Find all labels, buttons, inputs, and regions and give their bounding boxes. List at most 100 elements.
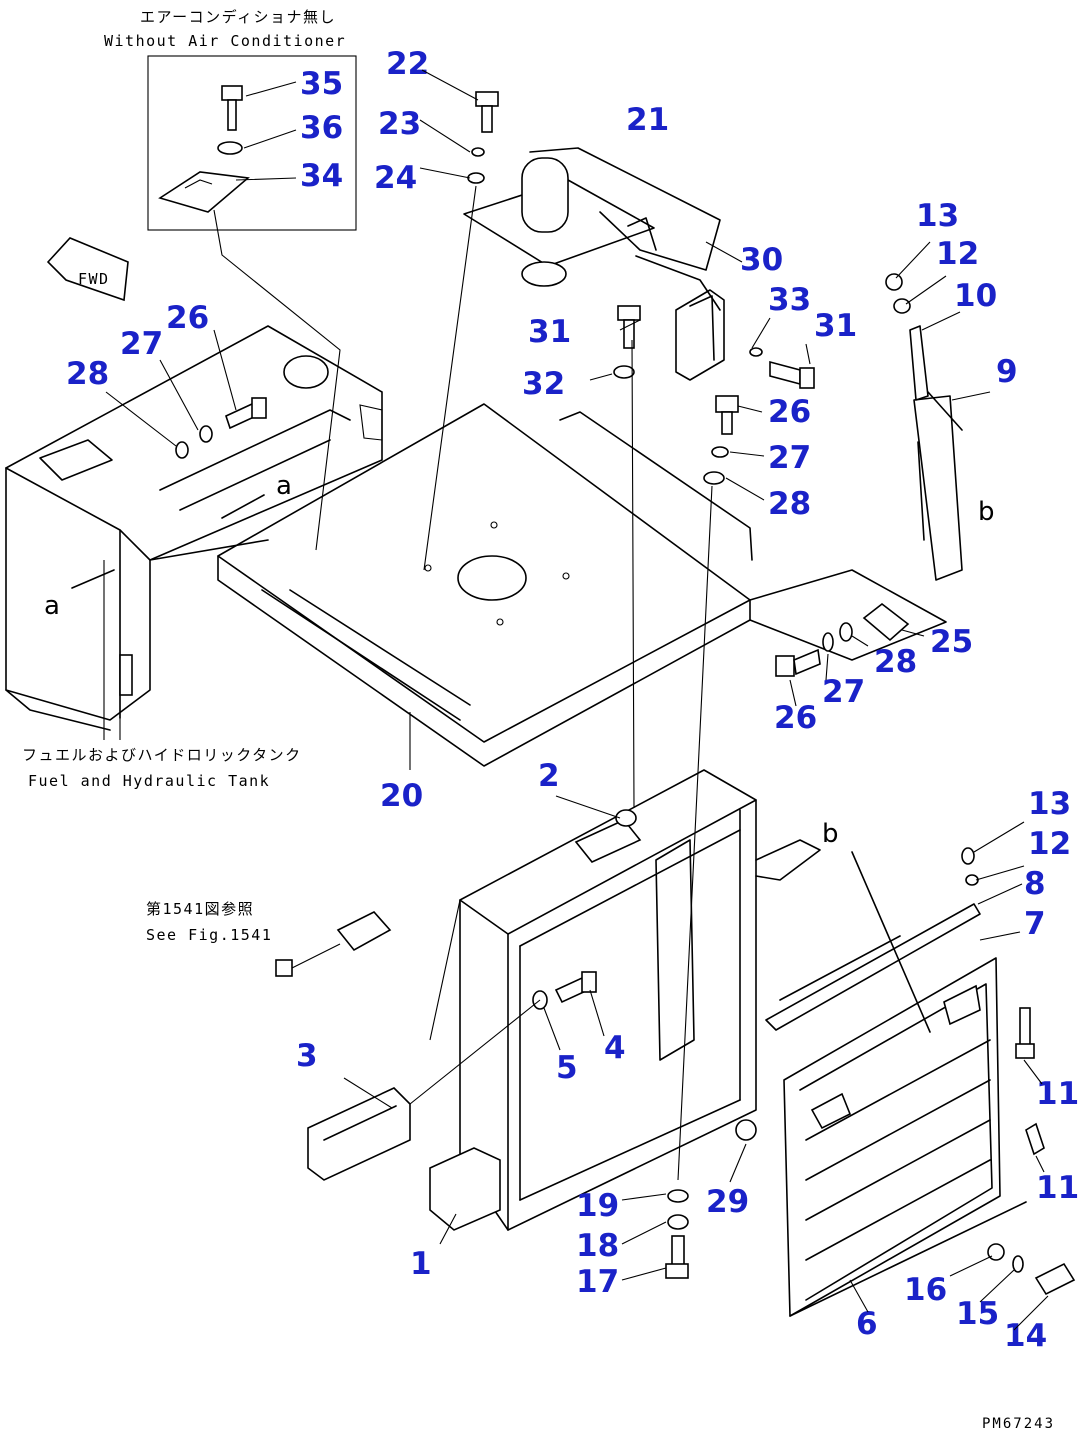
fuel-tank-note-jp: フュエルおよびハイドロリックタンク xyxy=(22,746,302,764)
part-number-18: 18 xyxy=(576,1228,619,1264)
part-number-36: 36 xyxy=(300,110,343,146)
inset-leaders xyxy=(235,81,297,181)
bolt-22-drawing xyxy=(475,91,499,133)
section-a-arrow-right xyxy=(221,494,265,519)
cap-29-drawing xyxy=(735,1119,757,1141)
stay-10-9 xyxy=(885,273,963,581)
part-number-33: 33 xyxy=(768,282,811,318)
part-number-35: 35 xyxy=(300,66,343,102)
part-number-11-a: 11 xyxy=(1036,1076,1079,1112)
washer-36-drawing xyxy=(217,141,243,155)
washer-16-drawing xyxy=(987,1243,1005,1261)
inset-box xyxy=(147,55,357,231)
part-number-34: 34 xyxy=(300,158,343,194)
washer-27-c-drawing xyxy=(822,632,834,652)
part-number-9: 9 xyxy=(996,354,1018,390)
part-number-28-a: 28 xyxy=(768,486,811,522)
part-callouts: 35 36 34 22 23 24 21 30 33 31 31 32 26 2… xyxy=(66,46,1079,1354)
latch-3 xyxy=(307,1087,411,1181)
part-number-5: 5 xyxy=(556,1050,578,1086)
bolt-17-drawing xyxy=(665,1235,689,1279)
part-number-20: 20 xyxy=(380,778,423,814)
washer-27-b-drawing xyxy=(199,425,213,443)
part-number-13-b: 13 xyxy=(1028,786,1071,822)
washer-18-drawing xyxy=(667,1214,689,1230)
part-number-27-b: 27 xyxy=(120,326,163,362)
washer-28-c-drawing xyxy=(839,622,853,642)
section-b-arrow-top xyxy=(927,391,963,431)
washer-32-drawing xyxy=(613,365,635,379)
part-number-27-c: 27 xyxy=(822,674,865,710)
part-number-12-a: 12 xyxy=(936,236,979,272)
part-number-1: 1 xyxy=(410,1246,432,1282)
fwd-label: FWD xyxy=(78,270,110,288)
part-number-26-a: 26 xyxy=(768,394,811,430)
part-number-28-b: 28 xyxy=(66,356,109,392)
bolt-26-b-drawing xyxy=(225,397,267,430)
part-number-14: 14 xyxy=(1004,1318,1047,1354)
radiator-frame xyxy=(459,769,821,1231)
bolt-14-drawing xyxy=(1034,1262,1076,1296)
bolt-11-a-drawing xyxy=(1015,1007,1035,1059)
part-number-10: 10 xyxy=(954,278,997,314)
part-number-8: 8 xyxy=(1024,866,1046,902)
tank-leaders xyxy=(103,560,121,740)
part-number-12-b: 12 xyxy=(1028,826,1071,862)
part-number-24: 24 xyxy=(374,160,417,196)
part-number-23: 23 xyxy=(378,106,421,142)
see-fig-note-en: See Fig.1541 xyxy=(146,926,272,944)
part-number-22: 22 xyxy=(386,46,429,82)
bolt-26-c-drawing xyxy=(775,648,821,677)
bracket-30 xyxy=(675,289,725,381)
part-number-25: 25 xyxy=(930,624,973,660)
panel-7 xyxy=(765,903,981,1031)
bolt-31-a-drawing xyxy=(617,305,641,349)
part-number-29: 29 xyxy=(706,1184,749,1220)
section-b-arrow-bottom xyxy=(851,851,931,1033)
part-number-19: 19 xyxy=(576,1188,619,1224)
assembly-leaders xyxy=(409,185,713,1181)
fwd-arrow: FWD xyxy=(46,237,129,302)
part-number-2: 2 xyxy=(538,758,560,794)
bolt-35-drawing xyxy=(221,85,243,131)
part-number-27-a: 27 xyxy=(768,440,811,476)
part-number-21: 21 xyxy=(626,102,669,138)
duct-21 xyxy=(463,147,721,311)
part-number-28-c: 28 xyxy=(874,644,917,680)
part-number-7: 7 xyxy=(1024,906,1046,942)
drawing-code: PM67243 xyxy=(982,1416,1055,1432)
inset-to-tank-leader xyxy=(213,209,341,551)
floor-plate-20 xyxy=(217,403,947,767)
callout-leaders xyxy=(105,69,1049,1331)
washer-15-drawing xyxy=(1012,1255,1024,1273)
bolt-26-a-drawing xyxy=(715,395,739,435)
cover-1-drawing xyxy=(429,1147,501,1231)
washer-28-a-drawing xyxy=(703,471,725,485)
part-number-26-b: 26 xyxy=(166,300,209,336)
washer-28-b-drawing xyxy=(175,441,189,459)
without-ac-note-en: Without Air Conditioner xyxy=(104,32,346,50)
part-number-3: 3 xyxy=(296,1038,318,1074)
fuel-tank-note-en: Fuel and Hydraulic Tank xyxy=(28,772,270,790)
washer-24-drawing xyxy=(467,172,485,184)
bolt-4-drawing xyxy=(554,971,597,1004)
bolt-11-b-drawing xyxy=(1025,1122,1045,1156)
grille-door-6 xyxy=(783,957,1027,1317)
part-number-15: 15 xyxy=(956,1296,999,1332)
clip-25-drawing xyxy=(862,602,910,642)
section-letter-b-1: b xyxy=(978,497,995,527)
bolt-31-b-drawing xyxy=(769,360,815,389)
part-number-32: 32 xyxy=(522,366,565,402)
washer-33-drawing xyxy=(749,347,763,357)
washer-19-drawing xyxy=(667,1189,689,1203)
part-number-30: 30 xyxy=(740,242,783,278)
part-number-13-a: 13 xyxy=(916,198,959,234)
section-letter-b-2: b xyxy=(822,819,839,849)
section-a-arrow-left xyxy=(71,569,115,589)
washer-13-b-drawing xyxy=(961,847,975,865)
plate-34-drawing xyxy=(158,171,250,213)
section-letter-a-2: a xyxy=(276,471,292,501)
see-fig-note-jp: 第1541図参照 xyxy=(146,900,254,918)
part-number-31-b: 31 xyxy=(814,308,857,344)
